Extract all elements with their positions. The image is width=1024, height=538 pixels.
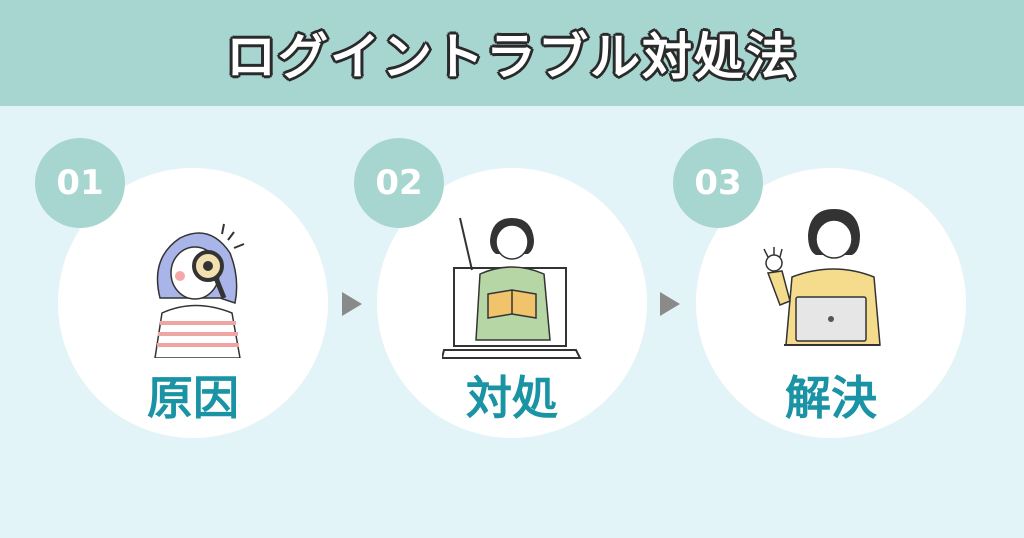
- detective-woman-icon: [154, 223, 245, 358]
- step-3-badge: 03: [673, 138, 763, 228]
- ok-sign-laptop-person-icon: [763, 209, 881, 346]
- step-1-badge: 01: [35, 138, 125, 228]
- teacher-laptop-icon: [442, 217, 582, 359]
- step-2-label: 対処: [466, 371, 558, 425]
- header-banner: ログイントラブル対処法: [0, 0, 1024, 106]
- step-3-label: 解決: [785, 371, 877, 425]
- step-2-badge: 02: [354, 138, 444, 228]
- arrow-right-icon-2: [660, 292, 680, 316]
- step-1-label: 原因: [147, 371, 239, 425]
- arrow-right-icon-1: [342, 292, 362, 316]
- page-title: ログイントラブル対処法: [226, 28, 798, 86]
